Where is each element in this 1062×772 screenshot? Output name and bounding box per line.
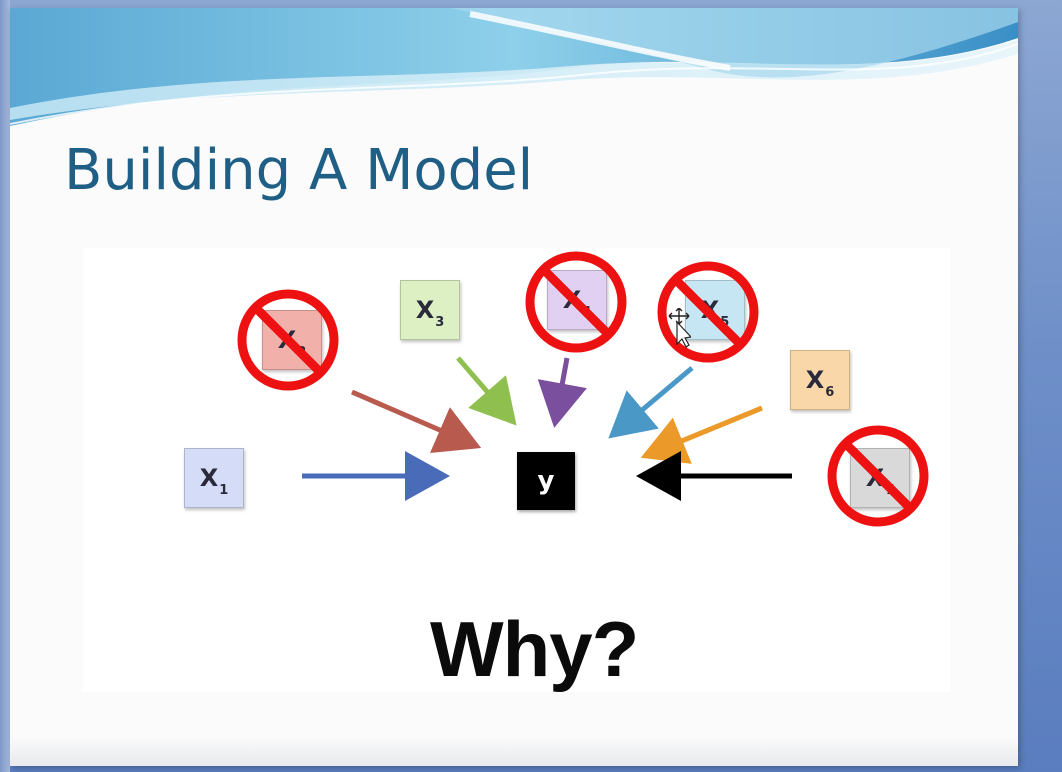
slide-title: Building A Model (64, 138, 534, 203)
target-y-box: y (517, 452, 575, 510)
question-heading: Why? (430, 605, 639, 693)
slide-bottom-shade (10, 736, 1018, 766)
wave-header-decoration (10, 8, 1018, 126)
window-frame-left (0, 0, 10, 772)
mouse-cursor-icon (668, 308, 691, 348)
